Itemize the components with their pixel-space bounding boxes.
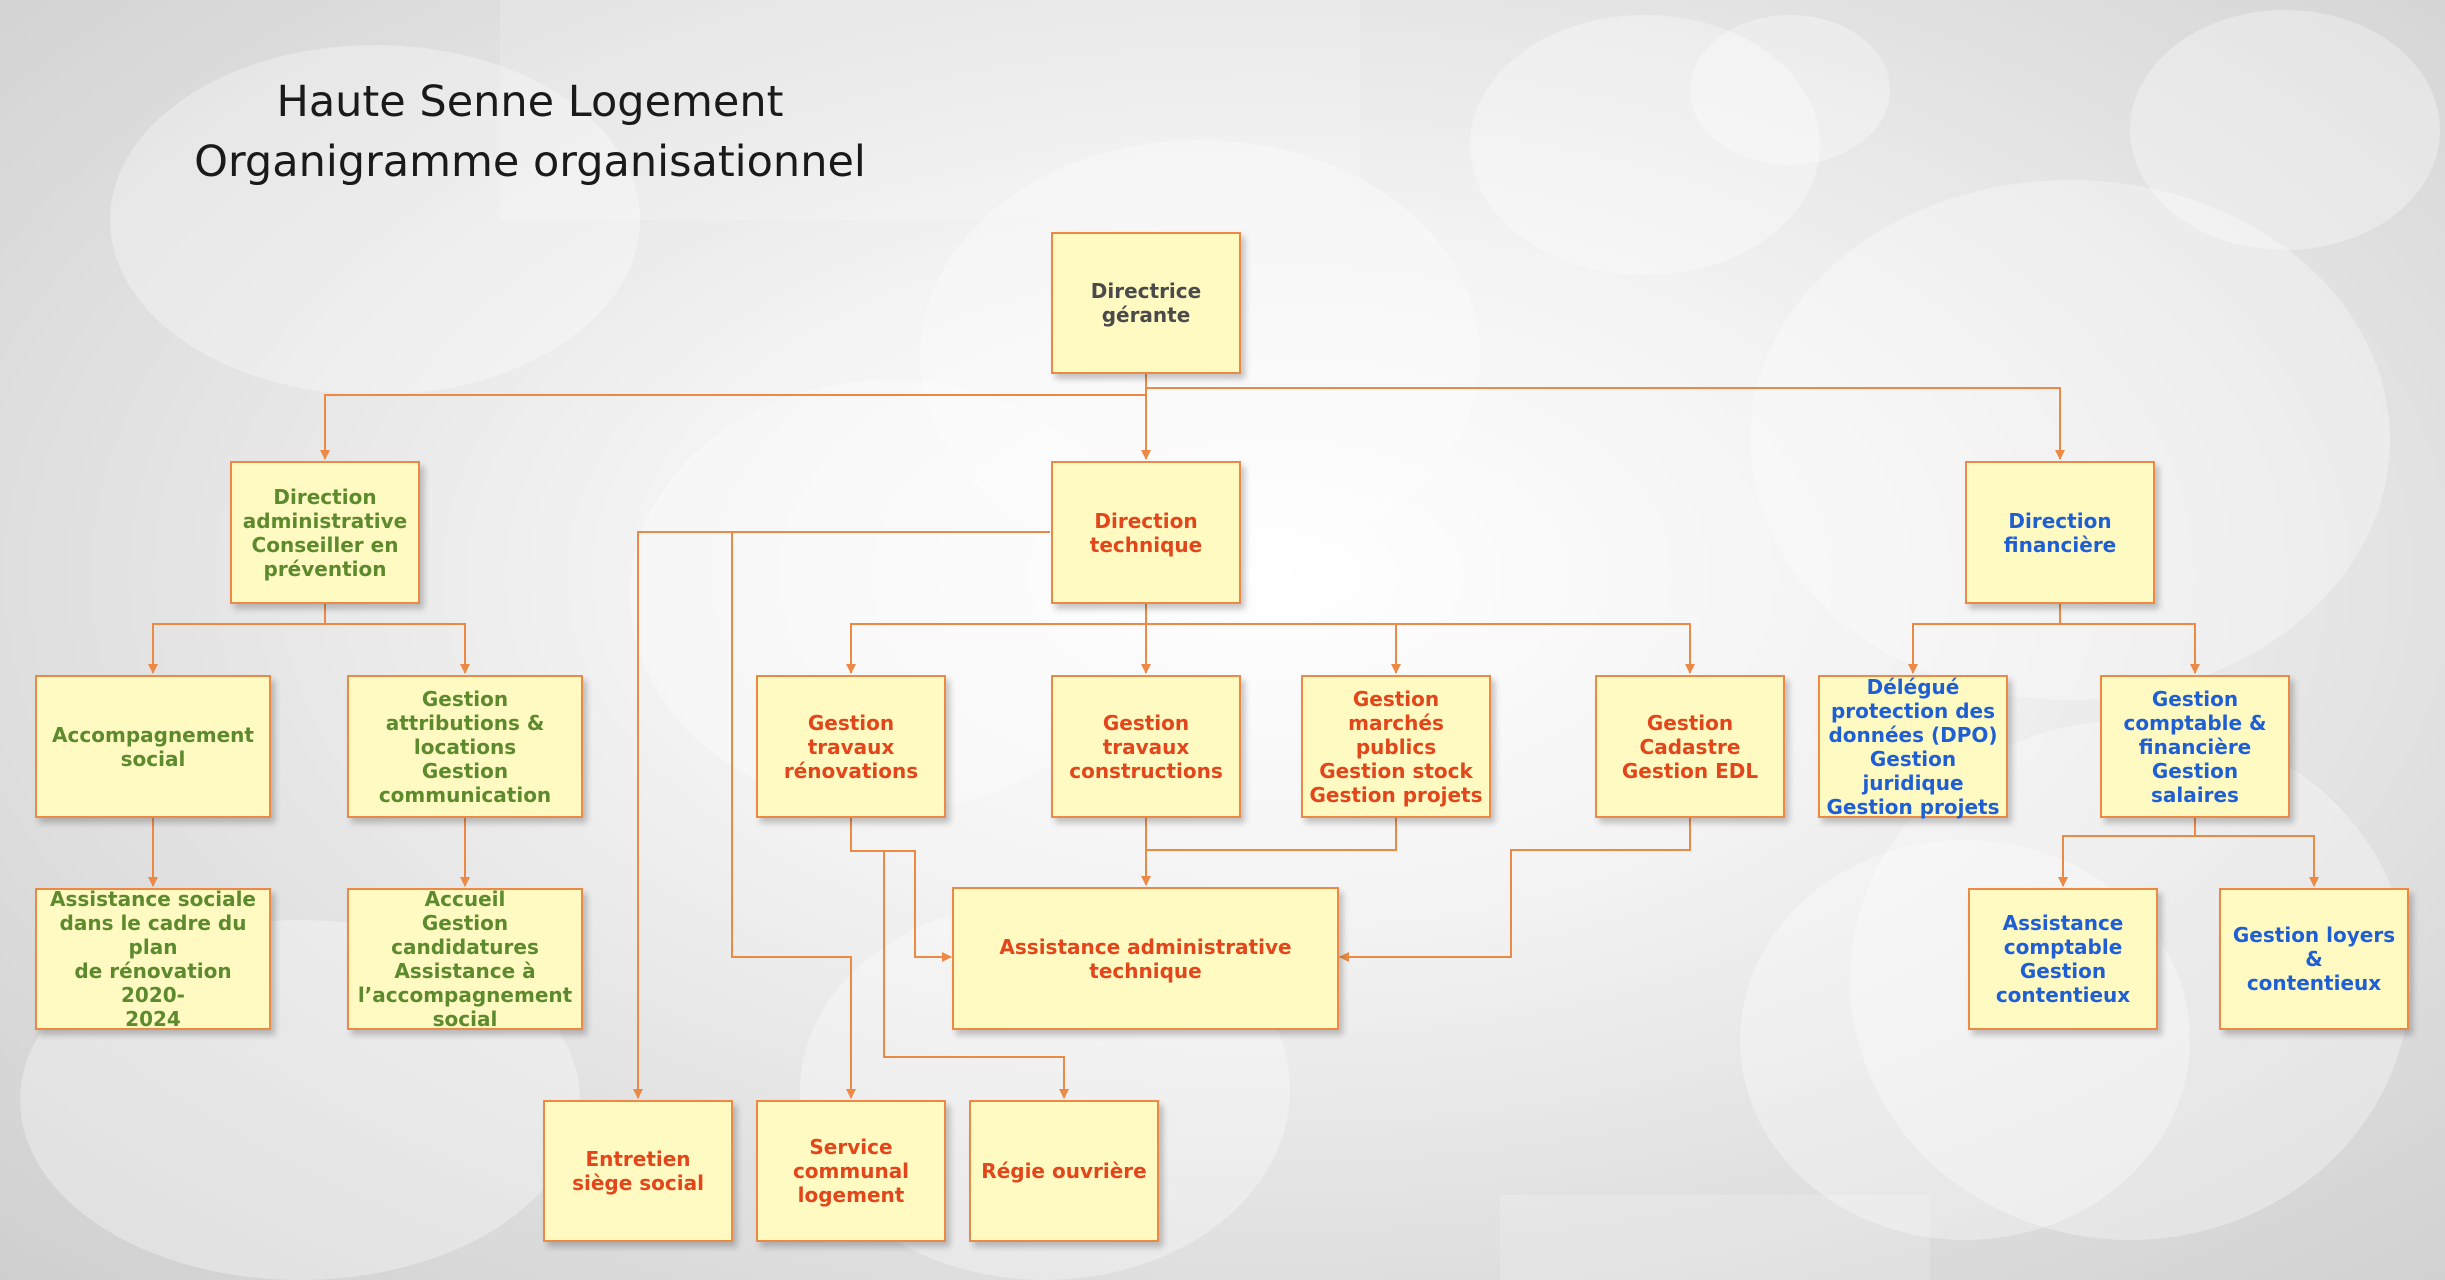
node-entretien-siege-social: Entretien siège social xyxy=(543,1100,733,1242)
background-ellipse xyxy=(1470,15,1820,275)
node-gestion-travaux-constructions: Gestion travaux constructions xyxy=(1051,675,1241,818)
node-gestion-marches-publics: Gestion marchés publics Gestion stock Ge… xyxy=(1301,675,1491,818)
title-line-1: Haute Senne Logement xyxy=(276,77,784,127)
link-dir-fin-dpo xyxy=(1908,604,2061,674)
node-direction-administrative: Direction administrative Conseiller en p… xyxy=(230,461,420,604)
background-ellipse xyxy=(1750,180,2390,700)
node-delegue-dpo: Délégué protection des données (DPO) Ges… xyxy=(1818,675,2008,819)
node-regie-ouvriere: Régie ouvrière xyxy=(969,1100,1159,1242)
node-gestion-attributions: Gestion attributions & locations Gestion… xyxy=(347,675,583,818)
node-assistance-sociale: Assistance sociale dans le cadre du plan… xyxy=(35,887,271,1031)
node-accueil: Accueil Gestion candidatures Assistance … xyxy=(347,887,583,1031)
link-dir-admin-accompagnement xyxy=(148,604,326,674)
node-accompagnement-social: Accompagnement social xyxy=(35,675,271,818)
node-gestion-comptable: Gestion comptable & financière Gestion s… xyxy=(2100,675,2290,818)
link-marches-assistance xyxy=(1146,818,1397,851)
link-directrice-dir-admin xyxy=(320,374,1147,460)
link-comptable-loyers xyxy=(2195,835,2319,887)
link-dir-tech-travaux-renov xyxy=(846,604,1147,674)
node-directrice-gerante: Directrice gérante xyxy=(1051,232,1241,374)
background-ellipse xyxy=(110,45,640,395)
node-gestion-loyers: Gestion loyers & contentieux xyxy=(2219,888,2409,1030)
link-comptable-assistance-comptable xyxy=(2058,818,2196,887)
link-cadastre-assistance xyxy=(1339,818,1691,962)
link-dir-tech-entretien xyxy=(633,531,1050,1099)
background-ellipse xyxy=(2130,10,2440,250)
link-dir-fin-comptable xyxy=(2059,604,2200,674)
background-rectangle xyxy=(1500,1195,1930,1280)
node-assistance-comptable: Assistance comptable Gestion contentieux xyxy=(1968,888,2158,1030)
node-assistance-administrative-technique: Assistance administrative technique xyxy=(952,887,1339,1030)
node-direction-financiere: Direction financière xyxy=(1965,461,2155,604)
link-travaux-renov-assistance xyxy=(850,818,952,962)
link-dir-tech-marches xyxy=(1146,623,1401,674)
title-line-2: Organigramme organisationnel xyxy=(194,137,866,187)
link-travaux-renov-regie xyxy=(883,851,1069,1099)
background-rectangle xyxy=(500,0,1360,220)
background-ellipse xyxy=(1690,15,1890,165)
node-direction-technique: Direction technique xyxy=(1051,461,1241,604)
link-dir-admin-attributions xyxy=(324,604,470,674)
link-dir-tech-service-communal xyxy=(731,532,856,1099)
node-gestion-travaux-renovations: Gestion travaux rénovations xyxy=(756,675,946,818)
node-gestion-cadastre: Gestion Cadastre Gestion EDL xyxy=(1595,675,1785,818)
link-directrice-dir-fin xyxy=(1145,374,2065,460)
node-service-communal-logement: Service communal logement xyxy=(756,1100,946,1242)
page-title: Haute Senne Logement Organigramme organi… xyxy=(140,72,920,192)
link-dir-tech-cadastre xyxy=(1396,623,1695,674)
